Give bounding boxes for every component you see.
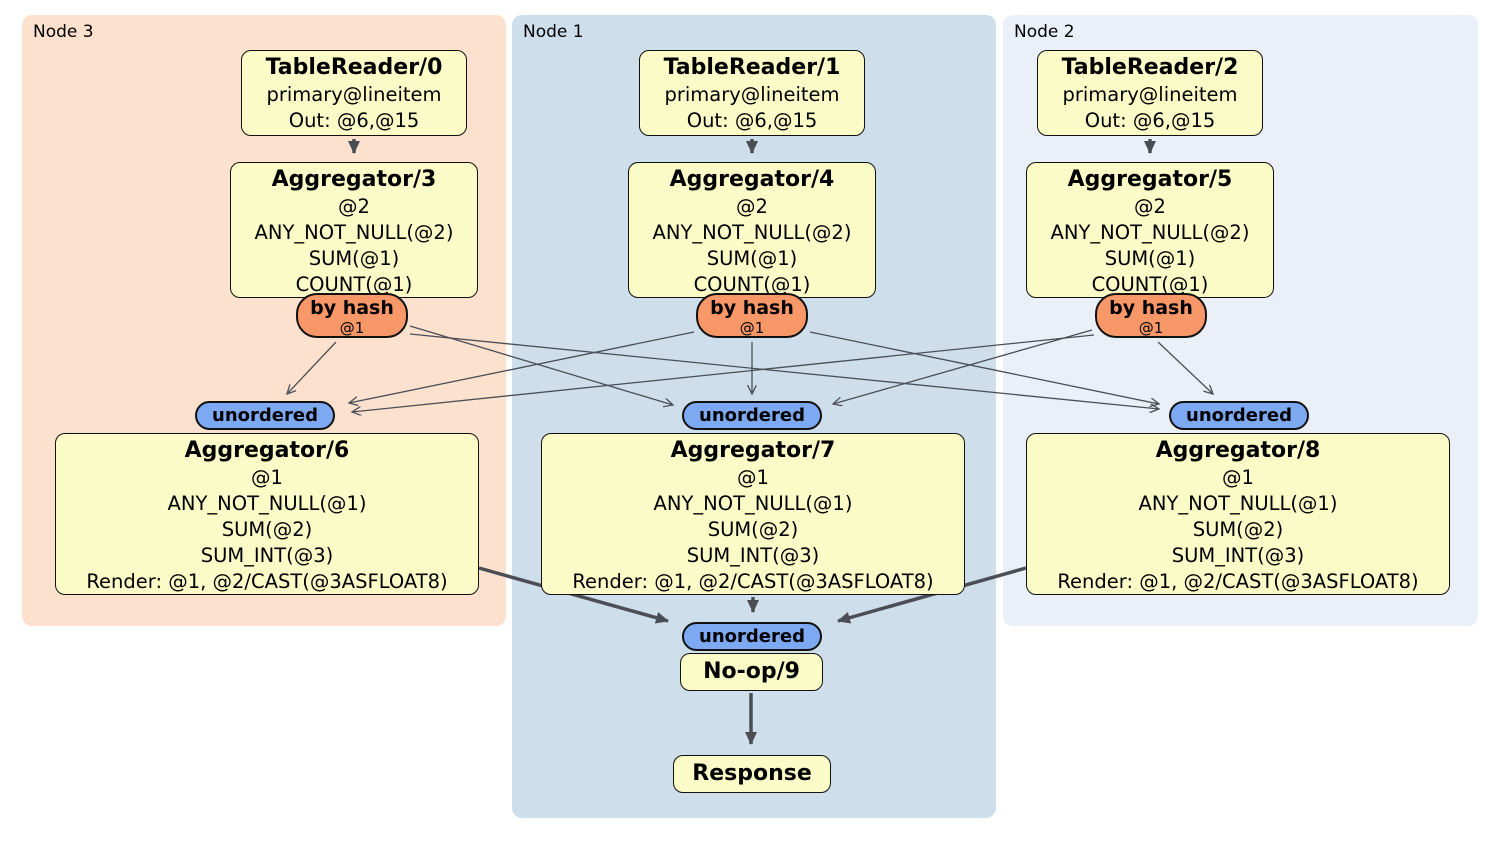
router-by-hash-5: by hash @1 (1095, 293, 1207, 338)
router-by-hash-5-label: by hash (1109, 297, 1193, 319)
node-aggregator-7-line: @1 (737, 466, 769, 489)
node-aggregator-8-line: SUM(@2) (1192, 518, 1284, 541)
node-aggregator-6-line: @1 (251, 466, 283, 489)
sync-unordered-7: unordered (682, 401, 822, 430)
node-tablereader-2-line: Out: @6,@15 (1084, 109, 1216, 132)
node-aggregator-8-line: Render: @1, @2/CAST(@3ASFLOAT8) (1057, 570, 1419, 593)
node-aggregator-8-title: Aggregator/8 (1155, 438, 1321, 463)
node-noop-9-title: No-op/9 (703, 659, 800, 684)
node-aggregator-5-line: @2 (1134, 195, 1166, 218)
node-aggregator-4-title: Aggregator/4 (669, 167, 835, 192)
node-aggregator-3-line: ANY_NOT_NULL(@2) (254, 221, 454, 244)
node-aggregator-7-title: Aggregator/7 (670, 438, 836, 463)
node-aggregator-7: Aggregator/7 @1 ANY_NOT_NULL(@1) SUM(@2)… (541, 433, 965, 595)
node-tablereader-2-line: primary@lineitem (1062, 83, 1238, 106)
panel-node-1-label: Node 1 (523, 22, 584, 42)
router-by-hash-3-label: by hash (310, 297, 394, 319)
node-tablereader-2: TableReader/2 primary@lineitem Out: @6,@… (1037, 50, 1263, 136)
sync-unordered-9: unordered (682, 622, 822, 651)
panel-node-3-label: Node 3 (33, 22, 94, 42)
node-aggregator-4-line: COUNT(@1) (693, 273, 811, 296)
node-noop-9: No-op/9 (680, 653, 823, 691)
node-aggregator-6: Aggregator/6 @1 ANY_NOT_NULL(@1) SUM(@2)… (55, 433, 479, 595)
node-aggregator-3-line: SUM(@1) (308, 247, 400, 270)
router-by-hash-3-detail: @1 (339, 319, 365, 337)
node-aggregator-3-line: COUNT(@1) (295, 273, 413, 296)
node-aggregator-4-line: @2 (736, 195, 768, 218)
node-aggregator-7-line: SUM_INT(@3) (686, 544, 820, 567)
node-aggregator-6-line: SUM(@2) (221, 518, 313, 541)
node-tablereader-1-line: Out: @6,@15 (686, 109, 818, 132)
node-aggregator-7-line: Render: @1, @2/CAST(@3ASFLOAT8) (572, 570, 934, 593)
router-by-hash-4-label: by hash (710, 297, 794, 319)
router-by-hash-5-detail: @1 (1138, 319, 1164, 337)
node-aggregator-5-line: COUNT(@1) (1091, 273, 1209, 296)
router-by-hash-4: by hash @1 (696, 293, 808, 338)
sync-unordered-8: unordered (1169, 401, 1309, 430)
node-aggregator-7-line: SUM(@2) (707, 518, 799, 541)
node-aggregator-8: Aggregator/8 @1 ANY_NOT_NULL(@1) SUM(@2)… (1026, 433, 1450, 595)
node-response-title: Response (692, 761, 812, 786)
node-aggregator-4-line: ANY_NOT_NULL(@2) (652, 221, 852, 244)
node-tablereader-0: TableReader/0 primary@lineitem Out: @6,@… (241, 50, 467, 136)
node-aggregator-8-line: SUM_INT(@3) (1171, 544, 1305, 567)
node-aggregator-3-title: Aggregator/3 (271, 167, 437, 192)
node-tablereader-1-title: TableReader/1 (663, 55, 841, 80)
node-aggregator-5: Aggregator/5 @2 ANY_NOT_NULL(@2) SUM(@1)… (1026, 162, 1274, 298)
node-aggregator-8-line: @1 (1222, 466, 1254, 489)
node-aggregator-3-line: @2 (338, 195, 370, 218)
panel-node-2-label: Node 2 (1014, 22, 1075, 42)
node-response: Response (673, 755, 831, 793)
node-aggregator-4-line: SUM(@1) (706, 247, 798, 270)
node-aggregator-5-line: SUM(@1) (1104, 247, 1196, 270)
node-tablereader-1-line: primary@lineitem (664, 83, 840, 106)
node-aggregator-6-line: ANY_NOT_NULL(@1) (167, 492, 367, 515)
node-aggregator-6-line: Render: @1, @2/CAST(@3ASFLOAT8) (86, 570, 448, 593)
router-by-hash-3: by hash @1 (296, 293, 408, 338)
node-tablereader-0-line: Out: @6,@15 (288, 109, 420, 132)
node-aggregator-8-line: ANY_NOT_NULL(@1) (1138, 492, 1338, 515)
node-tablereader-2-title: TableReader/2 (1061, 55, 1239, 80)
node-aggregator-3: Aggregator/3 @2 ANY_NOT_NULL(@2) SUM(@1)… (230, 162, 478, 298)
node-aggregator-5-title: Aggregator/5 (1067, 167, 1233, 192)
node-aggregator-4: Aggregator/4 @2 ANY_NOT_NULL(@2) SUM(@1)… (628, 162, 876, 298)
node-aggregator-6-title: Aggregator/6 (184, 438, 350, 463)
node-aggregator-7-line: ANY_NOT_NULL(@1) (653, 492, 853, 515)
node-tablereader-0-title: TableReader/0 (265, 55, 443, 80)
node-aggregator-5-line: ANY_NOT_NULL(@2) (1050, 221, 1250, 244)
node-aggregator-6-line: SUM_INT(@3) (200, 544, 334, 567)
sync-unordered-6: unordered (195, 401, 335, 430)
node-tablereader-1: TableReader/1 primary@lineitem Out: @6,@… (639, 50, 865, 136)
node-tablereader-0-line: primary@lineitem (266, 83, 442, 106)
router-by-hash-4-detail: @1 (739, 319, 765, 337)
